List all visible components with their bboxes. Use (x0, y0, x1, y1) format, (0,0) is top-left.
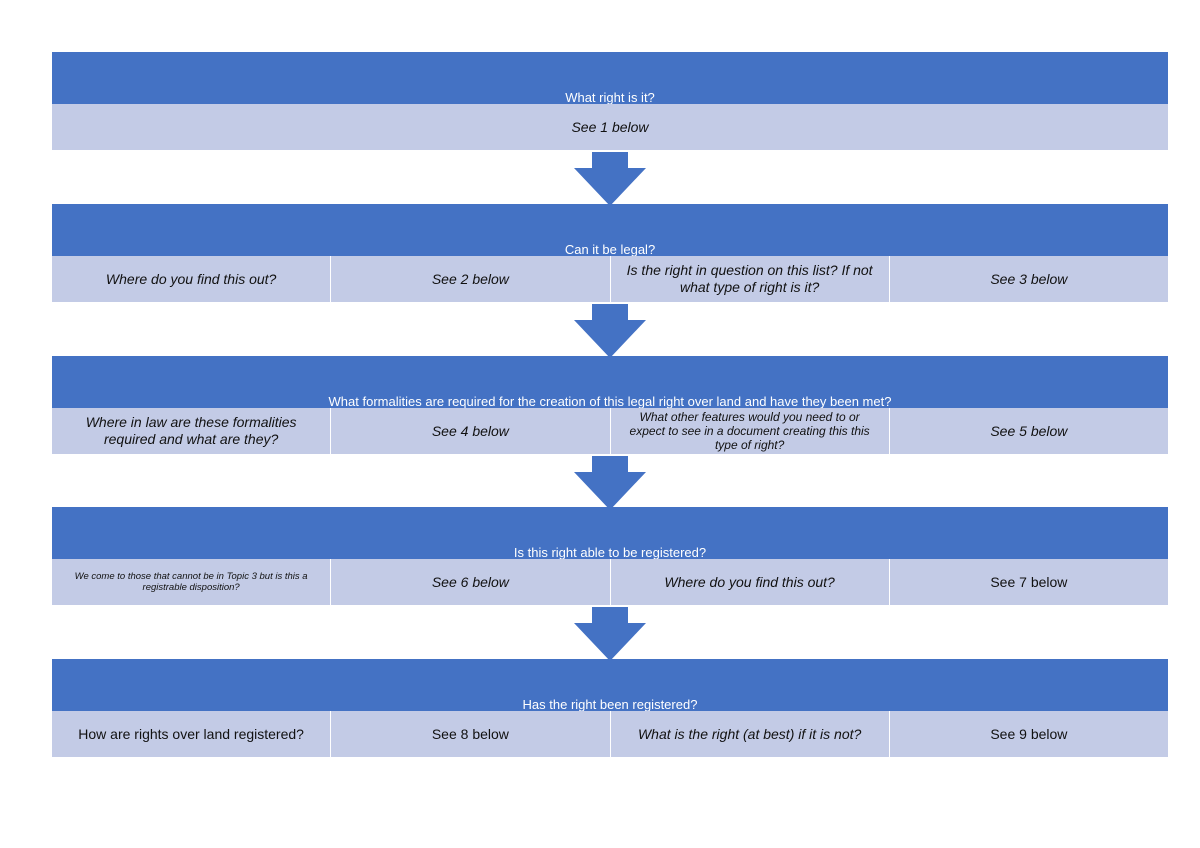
step-title: Can it be legal? (564, 242, 656, 257)
step-title: Has the right been registered? (522, 697, 698, 712)
down-arrow-icon (574, 152, 646, 206)
down-arrow-icon (574, 456, 646, 510)
step-detail-cell: What is the right (at best) if it is not… (611, 711, 890, 757)
step-detail-cell: Is the right in question on this list? I… (611, 256, 890, 302)
step-banner: Is this right able to be registered? (52, 507, 1168, 567)
step-detail-cell: See 7 below (990, 573, 1068, 590)
step-title: What formalities are required for the cr… (328, 394, 892, 409)
step-banner: What formalities are required for the cr… (52, 356, 1168, 416)
step-detail-cell: See 1 below (571, 118, 649, 135)
down-arrow-icon (574, 304, 646, 358)
step-detail-cell: See 3 below (990, 270, 1068, 287)
step-detail-row: See 1 below (52, 104, 1168, 150)
step-detail-cell: See 4 below (331, 408, 611, 454)
step-detail-cell: We come to those that cannot be in Topic… (52, 559, 332, 605)
step-detail-row: We come to those that cannot be in Topic… (52, 559, 1168, 605)
step-banner: Has the right been registered? (52, 659, 1168, 719)
step-detail-cell: Where do you find this out? (611, 559, 890, 605)
step-detail-cell: See 6 below (331, 559, 611, 605)
down-arrow-icon (574, 607, 646, 661)
step-detail-cell: How are rights over land registered? (52, 711, 332, 757)
step-detail-cell: See 2 below (331, 256, 611, 302)
step-detail-row: Where in law are these formalities requi… (52, 408, 1168, 454)
step-detail-cell: Where in law are these formalities requi… (52, 408, 332, 454)
step-banner: What right is it? (52, 52, 1168, 112)
step-title: Is this right able to be registered? (513, 545, 707, 560)
step-detail-row: How are rights over land registered?See … (52, 711, 1168, 757)
step-detail-cell: See 8 below (331, 711, 611, 757)
step-banner: Can it be legal? (52, 204, 1168, 264)
step-detail-cell: What other features would you need to or… (611, 408, 890, 454)
step-detail-cell: See 5 below (990, 422, 1068, 439)
step-detail-cell: See 9 below (990, 725, 1068, 742)
step-title: What right is it? (565, 90, 655, 105)
step-detail-cell: Where do you find this out? (52, 256, 332, 302)
